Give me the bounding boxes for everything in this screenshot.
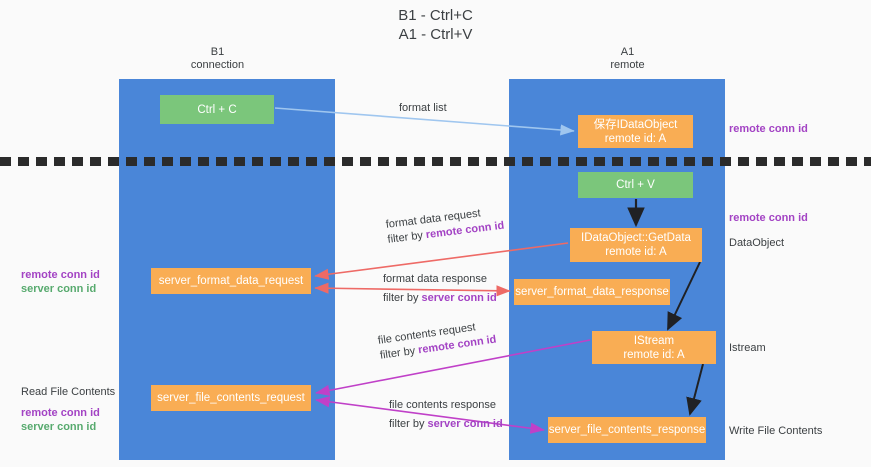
node-server-file-contents-response[interactable]: server_file_contents_response	[548, 417, 706, 443]
annotation-remote-conn-id: remote conn id	[729, 123, 808, 135]
filter-key-server-conn-id: server conn id	[421, 292, 497, 304]
annotation-write-file-contents: Write File Contents	[729, 425, 823, 437]
annotation-server-conn-id: server conn id	[21, 283, 97, 295]
node-save-idataobject[interactable]: 保存IDataObject remote id: A	[578, 115, 693, 148]
annotation-remote-conn-id: remote conn id	[729, 212, 808, 224]
annotation-istream: Istream	[729, 342, 766, 354]
filter-prefix: filter by	[379, 344, 420, 362]
diagram-title: B1 - Ctrl+C A1 - Ctrl+V	[398, 7, 473, 43]
edge-file-contents-response	[315, 396, 545, 434]
annotation-remote-conn-id: remote conn id	[21, 407, 100, 419]
column-header-b1: B1 connection	[190, 46, 245, 71]
filter-prefix: filter by	[389, 418, 428, 430]
edge-label-format-data-response-filter: filter by server conn id	[383, 291, 497, 306]
edge-label-format-list: format list	[399, 101, 447, 116]
phase-divider-dashed-line	[0, 157, 871, 166]
annotation-left-read-file-contents: Read File Contents remote conn id server…	[21, 385, 115, 434]
annotation-right-write-file-contents: Write File Contents	[729, 424, 822, 438]
node-server-file-contents-request[interactable]: server_file_contents_request	[151, 385, 311, 411]
edge-istream-to-file-response	[686, 363, 704, 416]
edge-label-file-contents-response: file contents response filter by server …	[389, 398, 503, 432]
annotation-right-istream: Istream	[729, 341, 766, 355]
node-ctrl-c[interactable]: Ctrl + C	[160, 95, 274, 124]
node-idataobject-getdata[interactable]: IDataObject::GetData remote id: A	[570, 228, 702, 262]
annotation-dataobject: DataObject	[729, 237, 785, 249]
node-istream[interactable]: IStream remote id: A	[592, 331, 716, 364]
edge-label-format-data-response: format data response filter by server co…	[383, 272, 497, 306]
annotation-right-remote-conn-id-mid: remote conn id	[729, 211, 808, 225]
edge-label-file-contents-response-text: file contents response	[389, 399, 497, 411]
annotation-remote-conn-id: remote conn id	[21, 269, 100, 281]
node-ctrl-v[interactable]: Ctrl + V	[578, 172, 693, 198]
filter-prefix: filter by	[383, 292, 422, 304]
annotation-server-conn-id: server conn id	[21, 421, 97, 433]
annotation-right-dataobject: DataObject	[729, 236, 784, 250]
edge-label-format-data-response-text: format data response	[383, 273, 487, 285]
edge-label-format-list-text: format list	[399, 102, 447, 114]
edge-label-file-contents-response-filter: filter by server conn id	[389, 417, 503, 432]
annotation-left-conn-ids: remote conn id server conn id	[21, 268, 100, 296]
annotation-right-remote-conn-id-top: remote conn id	[729, 122, 808, 136]
node-server-format-data-response[interactable]: server_format_data_response	[514, 279, 670, 305]
node-server-format-data-request[interactable]: server_format_data_request	[151, 268, 311, 294]
edge-format-data-response	[314, 282, 511, 297]
filter-prefix: filter by	[386, 229, 427, 246]
edge-format-data-request	[314, 242, 569, 280]
filter-key-server-conn-id: server conn id	[427, 418, 503, 430]
edge-format-list	[274, 107, 575, 136]
annotation-read-file-contents: Read File Contents	[21, 386, 116, 398]
edge-file-contents-request	[315, 339, 591, 396]
column-header-a1: A1 remote	[610, 46, 645, 71]
edge-getdata-to-istream	[667, 261, 701, 331]
